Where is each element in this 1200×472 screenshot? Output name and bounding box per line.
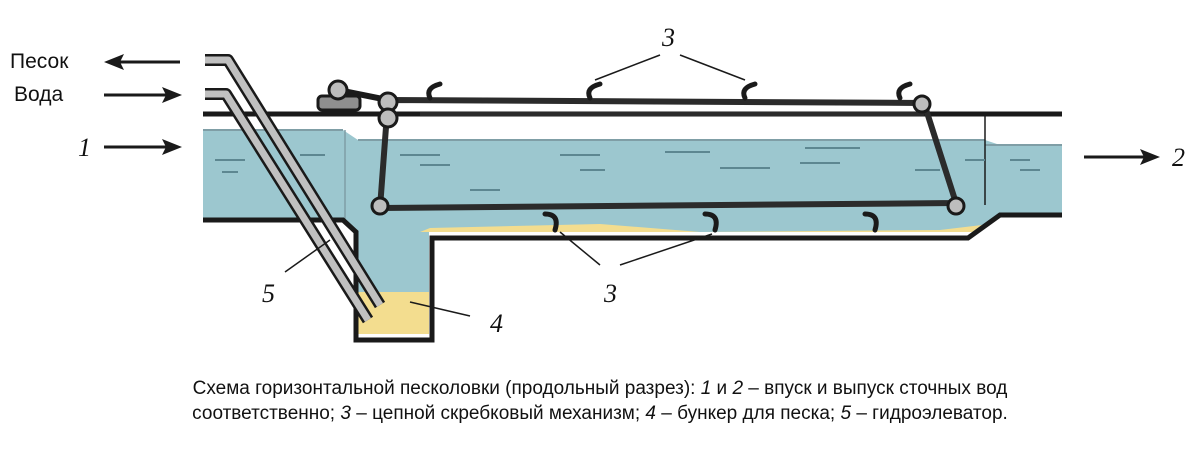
caption-text: – гидроэлеватор. [851,403,1008,424]
tank-bottom [203,212,1062,343]
hopper-number: 4 [490,309,503,338]
caption-text: – бункер для песка; [656,403,841,424]
arrows [104,54,1160,165]
caption-num-4: 4 [645,403,656,424]
caption-num-1: 1 [700,378,712,399]
outlet-number: 2 [1172,143,1185,172]
caption-line-2: соответственно; 3 – цепной скребковый ме… [0,401,1200,426]
caption-num-3: 3 [340,403,351,424]
scraper-number-top: 3 [661,23,675,52]
elevator-number: 5 [262,279,275,308]
leader-lines [284,54,746,317]
caption-num-2: 2 [732,378,744,399]
water-ripples [215,147,1040,191]
water-label: Вода [14,83,63,106]
sprockets [370,91,966,216]
diagram-caption: Схема горизонтальной песколовки (продоль… [0,376,1200,426]
caption-text: – впуск и выпуск сточных вод [743,378,1008,399]
caption-text: соответственно; [192,403,341,424]
sand-layer [420,224,982,232]
drive-pulley [327,79,349,101]
sand-label: Песок [10,50,69,73]
scraper-blades-bottom [542,211,879,233]
caption-line-1: Схема горизонтальной песколовки (продоль… [0,376,1200,401]
hydro-elevator [205,54,386,324]
sand-trap-diagram: Песок Вода 1 2 3 3 4 5 [10,23,1185,343]
scraper-blades-top [426,81,913,101]
caption-text: Схема горизонтальной песколовки (продоль… [192,378,701,399]
scraper-number-bottom: 3 [603,279,617,308]
caption-num-5: 5 [840,403,852,424]
caption-text: и [711,378,733,399]
caption-text: – цепной скребковый механизм; [350,403,646,424]
inlet-number: 1 [78,133,91,162]
